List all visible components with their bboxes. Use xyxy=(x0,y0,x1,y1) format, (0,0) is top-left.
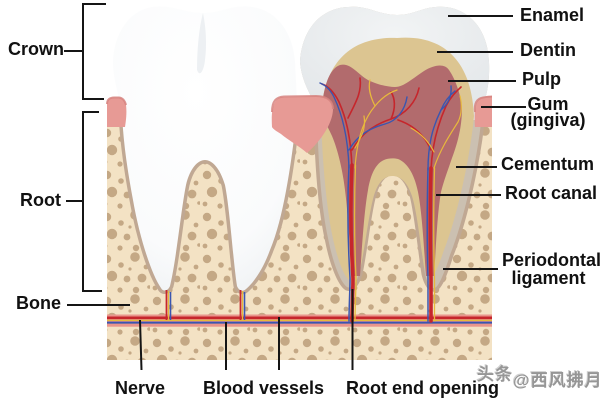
watermark: 头条@西风拂月 xyxy=(477,365,600,391)
watermark-prefix: 头条 xyxy=(477,365,513,384)
root-canal-left-vein xyxy=(347,164,351,322)
label-nerve: Nerve xyxy=(115,378,166,398)
gum-left xyxy=(107,97,127,127)
label-root-end-opening: Root end opening xyxy=(346,378,499,398)
label-gum-line2: (gingiva) xyxy=(510,109,586,130)
left-tooth xyxy=(113,6,297,291)
leader-lines xyxy=(64,3,526,371)
label-periodontal-line1: Periodontal xyxy=(502,250,600,270)
label-enamel: Enamel xyxy=(520,5,585,25)
label-periodontal-ligament: Periodontal ligament xyxy=(502,250,600,288)
nerve-leader-line xyxy=(139,319,143,371)
root-bracket xyxy=(82,111,102,292)
gum-right xyxy=(474,96,492,127)
label-cementum: Cementum xyxy=(501,154,595,174)
label-crown: Crown xyxy=(8,39,64,59)
left-tooth-fissure-shading xyxy=(197,13,207,74)
watermark-handle: @西风拂月 xyxy=(513,371,600,390)
label-periodontal-line2: ligament xyxy=(511,267,586,288)
gum xyxy=(106,94,493,153)
root-canal-right xyxy=(428,166,433,323)
label-root: Root xyxy=(20,190,61,210)
gum-middle xyxy=(271,96,333,153)
label-pulp: Pulp xyxy=(522,69,561,89)
label-root-canal: Root canal xyxy=(505,183,598,203)
root-canal-right-vein xyxy=(426,167,429,322)
label-gum: Gum (gingiva) xyxy=(505,94,591,130)
pulp-vessels xyxy=(319,77,462,171)
root-vessel-bundles xyxy=(165,290,246,320)
label-blood-vessels: Blood vessels xyxy=(203,378,325,398)
label-bone: Bone xyxy=(16,293,61,313)
root-canal-left-nerve xyxy=(353,164,357,322)
crown-bracket xyxy=(82,3,106,100)
label-dentin: Dentin xyxy=(520,40,576,60)
root-canal-right-nerve xyxy=(433,167,436,322)
label-gum-line1: Gum xyxy=(527,94,569,114)
